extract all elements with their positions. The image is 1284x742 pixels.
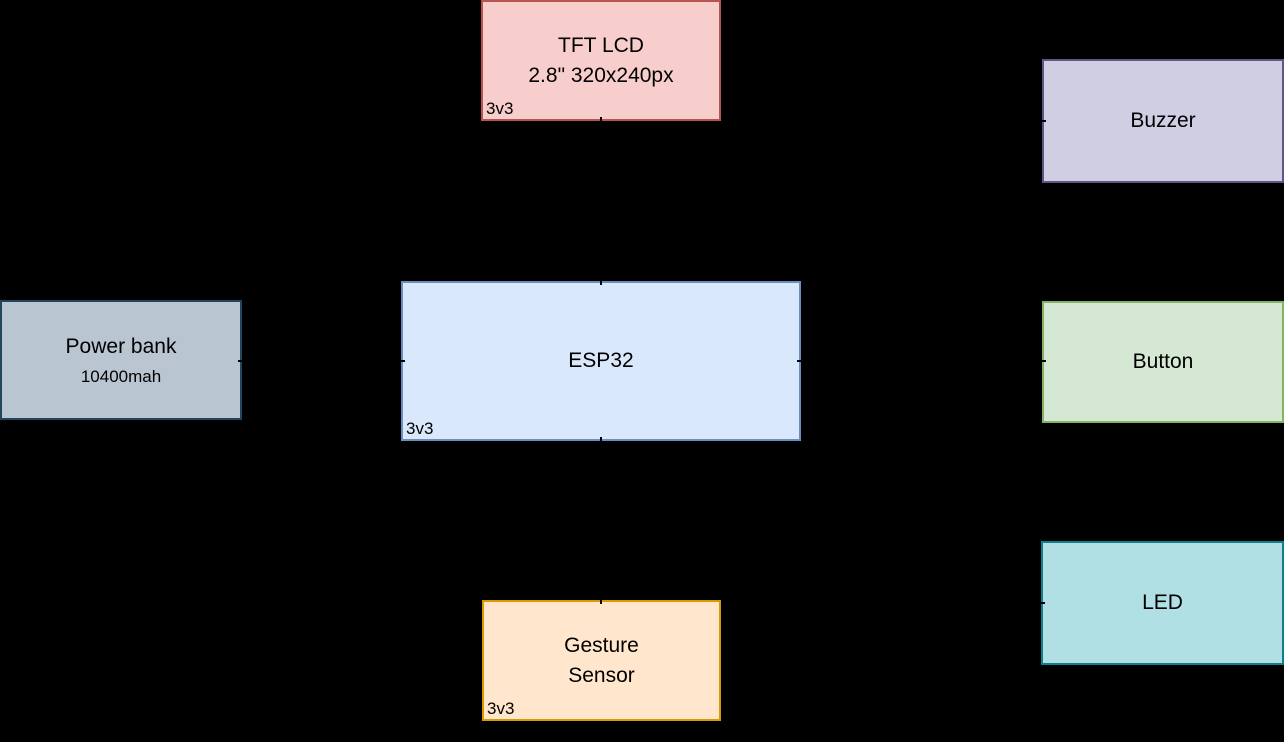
node-power-bank-label: Power bank [65,335,177,359]
node-led-label: LED [1142,591,1183,615]
node-power-bank: Power bank 10400mah [0,300,242,420]
node-esp32: ESP32 3v3 [401,281,801,441]
node-buzzer-label: Buzzer [1130,109,1196,133]
node-tft-lcd-port-3v3: 3v3 [486,98,514,118]
node-tft-lcd-label: TFT LCD 2.8" 320x240px [528,34,674,87]
node-button-label: Button [1132,350,1194,374]
node-button: Button [1042,301,1284,423]
connector-esp32-buzzer [801,120,1046,362]
node-led: LED [1041,541,1284,665]
node-gesture-sensor-port-3v3: 3v3 [487,698,515,718]
node-gesture-sensor: Gesture Sensor 3v3 [482,600,721,721]
node-tft-lcd: TFT LCD 2.8" 320x240px 3v3 [481,0,721,121]
node-esp32-label: ESP32 [568,349,634,373]
node-esp32-port-3v3: 3v3 [406,418,434,438]
connector-esp32-led [801,360,1045,604]
node-power-bank-capacity: 10400mah [80,366,162,386]
node-gesture-sensor-label: Gesture Sensor [564,634,639,687]
node-buzzer: Buzzer [1042,59,1284,183]
